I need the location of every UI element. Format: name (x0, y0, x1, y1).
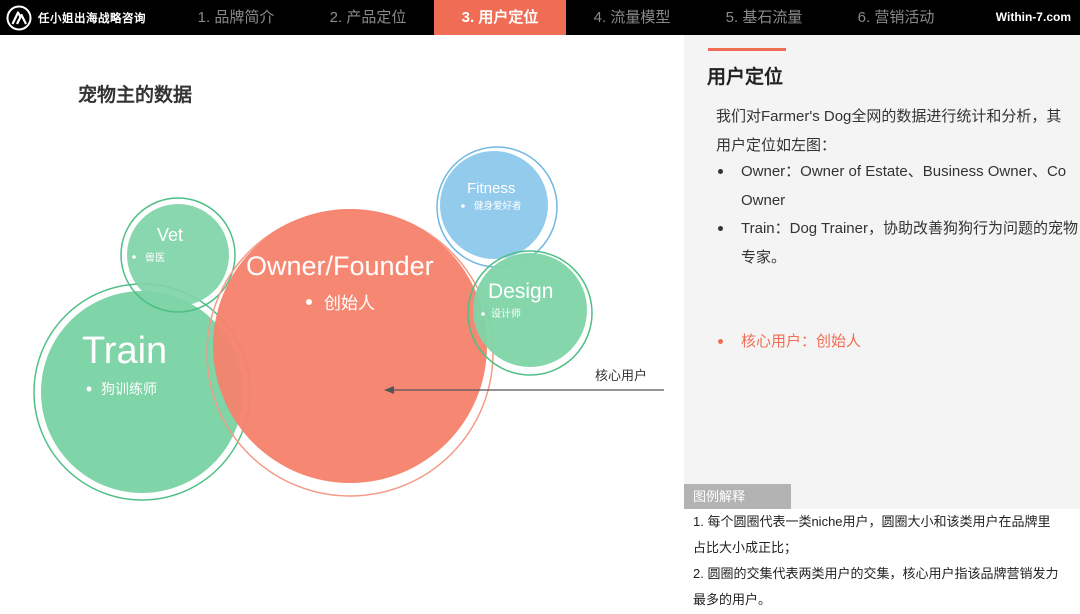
bubble-vet-dot (132, 255, 136, 259)
bubble-design-ring (467, 250, 593, 376)
bubble-owner-fill (213, 209, 487, 483)
bubble-diagram-svg: Train 狗训练师 Vet 兽医 Owner/Founder 创始人 Fitn… (33, 146, 664, 501)
bubble-owner-sub: 创始人 (324, 294, 375, 313)
panel-bullet-list: Owner：Owner of Estate、Business Owner、Co … (716, 158, 1078, 272)
tab-marketing[interactable]: 6. 营销活动 (857, 9, 935, 26)
tab-traffic-model[interactable]: 4. 流量模型 (593, 9, 671, 26)
bubble-vet-sub: 兽医 (145, 251, 165, 264)
legend-note-1: 1. 每个圆圈代表一类niche用户，圆圈大小和该类用户在品牌里占比大小成正比； (693, 514, 1051, 555)
bubble-vet-ring (120, 197, 236, 313)
diagram-title: 宠物主的数据 (78, 85, 193, 106)
core-user-arrow-label: 核心用户 (595, 368, 647, 383)
bubble-design (467, 250, 593, 376)
legend-tag: 图例解释 (684, 484, 791, 509)
bubble-owner-dot (306, 299, 312, 305)
bubble-fitness-dot (461, 204, 465, 208)
panel-title: 用户定位 (707, 67, 784, 88)
bubble-design-label: Design (488, 280, 553, 303)
panel-accent-bar (708, 48, 786, 51)
bubble-train-fill (41, 291, 243, 493)
bubble-vet-label: Vet (157, 225, 183, 245)
brand-name: 任小姐出海战略咨询 (38, 12, 146, 25)
bubble-design-dot (481, 312, 485, 316)
tab-base-traffic[interactable]: 5. 基石流量 (725, 9, 803, 26)
site-link[interactable]: Within-7.com (995, 10, 1071, 24)
bubble-train-sub: 狗训练师 (101, 381, 157, 397)
bubble-fitness-label: Fitness (467, 180, 515, 197)
bubble-fitness-fill (440, 151, 548, 259)
brand-logo-icon (6, 5, 32, 30)
bubble-vet-fill (127, 204, 229, 306)
bubble-vet (120, 197, 236, 313)
bubble-design-sub: 设计师 (491, 307, 521, 320)
panel-bullet-train: Train：Dog Trainer，协助改善狗狗行为问题的宠物专家。 (716, 215, 1078, 272)
legend-notes: 1. 每个圆圈代表一类niche用户，圆圈大小和该类用户在品牌里占比大小成正比；… (684, 509, 1080, 609)
bubble-owner-label: Owner/Founder (246, 251, 434, 281)
tab-brand-intro[interactable]: 1. 品牌简介 (197, 9, 275, 26)
bubble-fitness-sub: 健身爱好者 (474, 200, 522, 212)
bubble-design-fill (473, 253, 587, 367)
top-nav-bar: 任小姐出海战略咨询 1. 品牌简介 2. 产品定位 3. 用户定位 4. 流量模… (0, 0, 1080, 35)
panel-intro: 我们对Farmer's Dog全网的数据进行统计和分析，其用户定位如左图： (716, 108, 1062, 154)
tab-product-positioning[interactable]: 2. 产品定位 (329, 9, 407, 26)
brand[interactable]: 任小姐出海战略咨询 (0, 0, 146, 35)
panel-core-user: 核心用户：创始人 (716, 328, 861, 356)
core-user-arrow-head (384, 386, 394, 394)
bubble-train-dot (86, 386, 92, 392)
user-bubble-diagram: Train 狗训练师 Vet 兽医 Owner/Founder 创始人 Fitn… (0, 35, 684, 609)
legend-note-2: 2. 圆圈的交集代表两类用户的交集，核心用户指该品牌营销发力最多的用户。 (693, 566, 1059, 607)
panel-bullet-owner: Owner：Owner of Estate、Business Owner、Co … (716, 158, 1078, 215)
bubble-train-label: Train (82, 330, 167, 372)
tab-user-positioning[interactable]: 3. 用户定位 (434, 0, 566, 35)
section-tabs: 1. 品牌简介 2. 产品定位 3. 用户定位 4. 流量模型 5. 基石流量 … (170, 0, 962, 35)
core-user-arrow (384, 386, 664, 394)
